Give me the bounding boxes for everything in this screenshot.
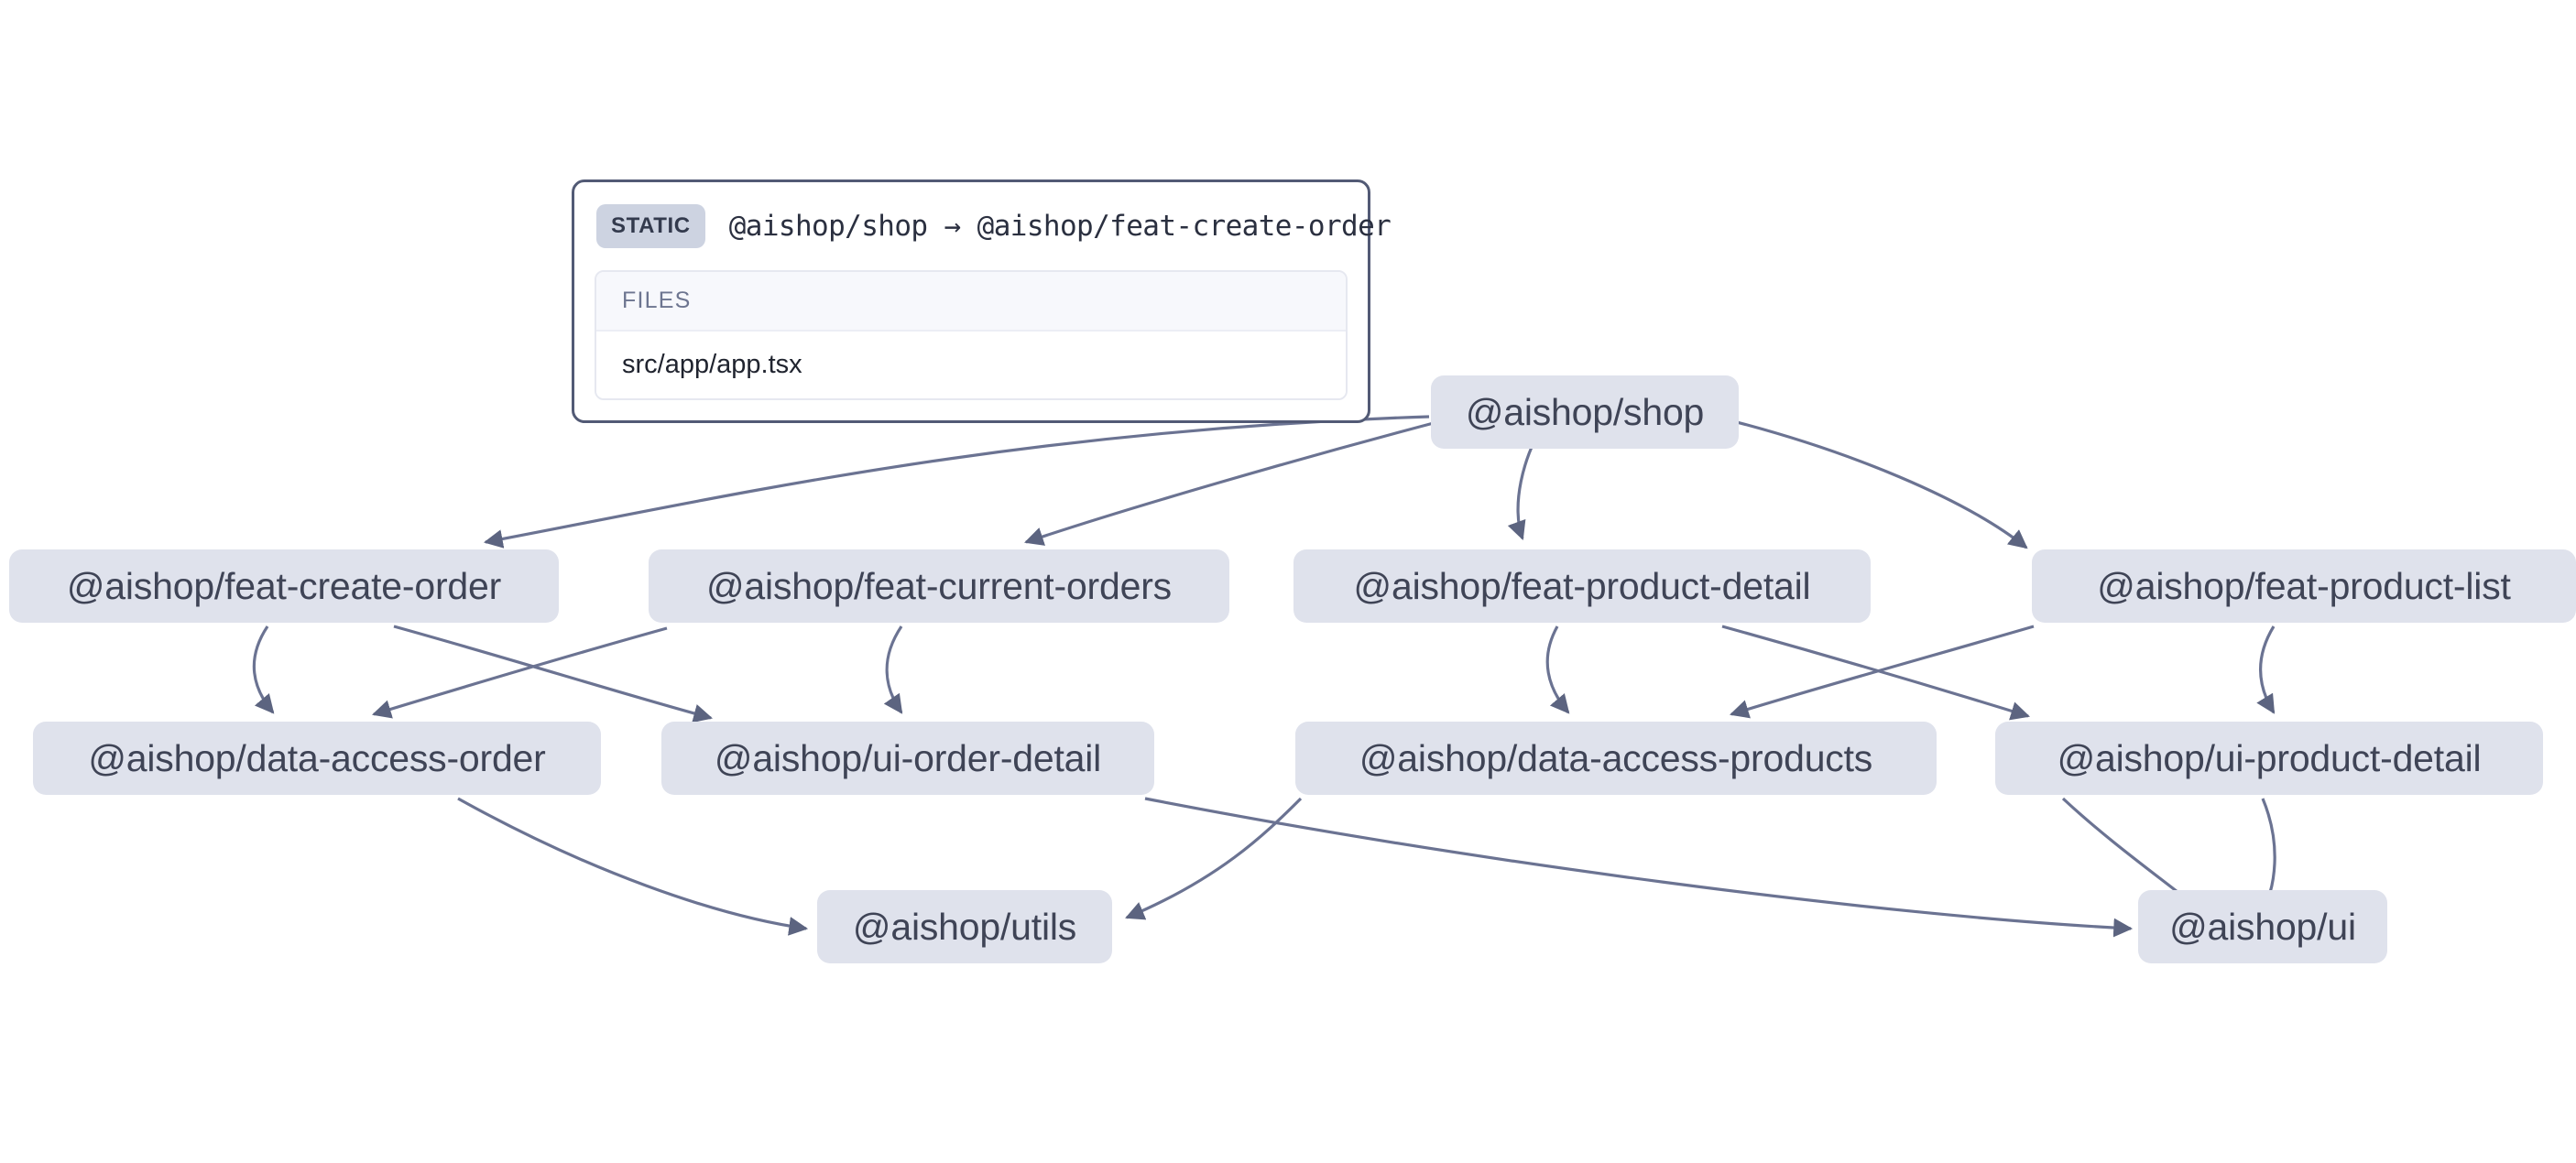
- edge-feat-product-detail-to-ui-product-detail: [1721, 625, 2030, 721]
- status-badge: STATIC: [596, 204, 705, 248]
- node-label: @aishop/utils: [852, 905, 1077, 948]
- files-column-header: FILES: [596, 272, 1346, 332]
- node-label: @aishop/feat-product-detail: [1353, 564, 1811, 607]
- node-label: @aishop/data-access-order: [88, 736, 546, 779]
- edge-feat-product-list-to-ui-product-detail: [2256, 625, 2276, 714]
- graph-node-ui-order-detail[interactable]: @aishop/ui-order-detail: [661, 722, 1154, 795]
- edge-feat-product-list-to-data-access-products: [1730, 625, 2035, 719]
- edge-feat-create-order-to-ui-order-detail: [393, 625, 714, 723]
- graph-node-shop[interactable]: @aishop/shop: [1431, 375, 1739, 449]
- graph-node-feat-current-orders[interactable]: @aishop/feat-current-orders: [649, 549, 1229, 623]
- node-label: @aishop/ui-product-detail: [2057, 736, 2482, 779]
- edge-data-access-order-to-utils: [457, 797, 809, 936]
- node-label: @aishop/data-access-products: [1359, 736, 1873, 779]
- node-label: @aishop/feat-create-order: [66, 564, 502, 607]
- edge-shop-to-feat-create-order: [483, 415, 1430, 549]
- graph-node-ui[interactable]: @aishop/ui: [2138, 890, 2387, 963]
- graph-node-data-access-order[interactable]: @aishop/data-access-order: [33, 722, 601, 795]
- node-label: @aishop/ui: [2169, 905, 2356, 948]
- graph-node-utils[interactable]: @aishop/utils: [817, 890, 1112, 963]
- dependency-path: @aishop/shop → @aishop/feat-create-order: [728, 210, 1392, 243]
- files-panel: FILES src/app/app.tsx: [595, 270, 1348, 400]
- node-label: @aishop/shop: [1465, 390, 1705, 433]
- edge-feat-product-detail-to-data-access-products: [1545, 625, 1570, 714]
- node-label: @aishop/feat-current-orders: [706, 564, 1172, 607]
- edge-feat-current-orders-to-ui-order-detail: [883, 625, 903, 714]
- edge-feat-current-orders-to-data-access-order: [372, 626, 668, 719]
- tooltip-header: STATIC @aishop/shop → @aishop/feat-creat…: [595, 199, 1392, 257]
- graph-node-data-access-products[interactable]: @aishop/data-access-products: [1295, 722, 1937, 795]
- graph-node-feat-product-detail[interactable]: @aishop/feat-product-detail: [1293, 549, 1871, 623]
- node-label: @aishop/ui-order-detail: [714, 736, 1102, 779]
- graph-node-ui-product-detail[interactable]: @aishop/ui-product-detail: [1995, 722, 2543, 795]
- file-list-item[interactable]: src/app/app.tsx: [596, 332, 1346, 398]
- graph-node-feat-create-order[interactable]: @aishop/feat-create-order: [9, 549, 559, 623]
- edge-data-access-products-to-ui: [1125, 797, 1303, 920]
- edge-feat-create-order-to-data-access-order: [252, 625, 275, 714]
- edge-shop-to-feat-current-orders: [1024, 418, 1448, 546]
- graph-node-feat-product-list[interactable]: @aishop/feat-product-list: [2032, 549, 2576, 623]
- node-label: @aishop/feat-product-list: [2097, 564, 2511, 607]
- edge-shop-to-feat-product-list: [1703, 412, 2028, 549]
- edge-ui-order-detail-to-ui: [1144, 797, 2134, 938]
- edge-detail-tooltip: STATIC @aishop/shop → @aishop/feat-creat…: [572, 179, 1392, 423]
